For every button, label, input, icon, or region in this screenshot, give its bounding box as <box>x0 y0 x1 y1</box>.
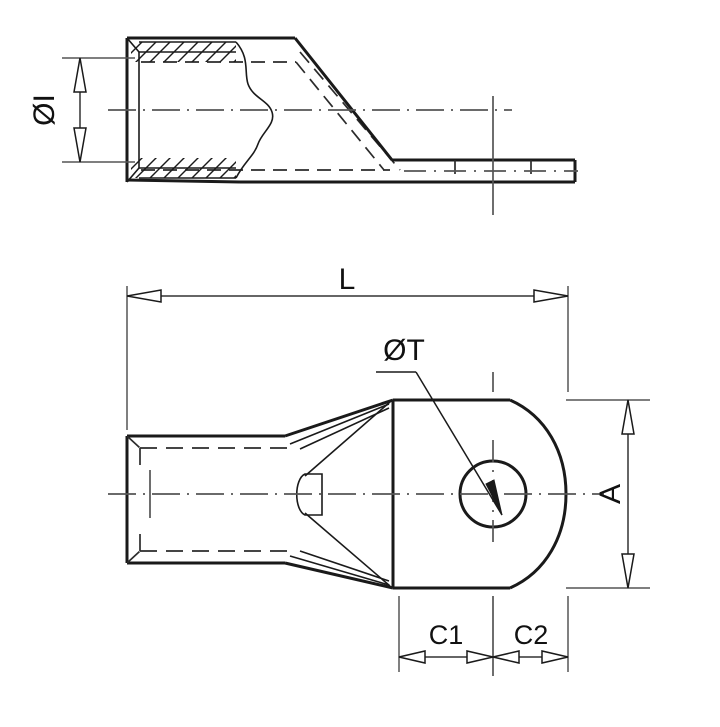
plan-taper-inner-lines <box>289 401 391 587</box>
arrowhead-right <box>541 650 569 664</box>
break-line <box>235 41 274 179</box>
arrowhead-leader <box>485 479 503 516</box>
arrowhead-left <box>126 289 162 303</box>
label-hole-diameter: ØT <box>383 334 425 367</box>
dimension-width: A <box>566 399 650 589</box>
arrowhead-right <box>466 650 494 664</box>
arrowhead-left <box>492 650 520 664</box>
label-c2: C2 <box>514 620 549 650</box>
arrowhead-up <box>621 399 635 435</box>
label-c1: C1 <box>429 620 464 650</box>
arrowhead-right <box>533 289 569 303</box>
label-inner-diameter: ØI <box>28 94 61 126</box>
dimension-c1: C1 <box>398 596 494 672</box>
arrowhead-left <box>398 650 426 664</box>
plan-barrel-hidden-lines <box>127 436 287 564</box>
section-hatching-upper <box>131 42 236 62</box>
dimension-c2: C2 <box>492 596 569 672</box>
arrowhead-down <box>621 553 635 589</box>
section-hatching-lower <box>131 158 236 178</box>
side-view-hidden-edges <box>141 51 401 171</box>
plan-barrel <box>125 434 285 565</box>
dimension-inner-diameter: ØI <box>28 57 135 163</box>
plan-view <box>108 372 604 676</box>
arrowhead-up <box>73 57 87 93</box>
dimension-hole-diameter: ØT <box>376 334 503 516</box>
dimension-length: L <box>126 263 569 430</box>
inspection-hole <box>295 473 323 516</box>
plan-taper <box>284 398 394 590</box>
side-section-view <box>108 36 578 215</box>
label-length: L <box>339 263 356 296</box>
arrowhead-down <box>73 127 87 163</box>
label-width: A <box>594 484 627 504</box>
